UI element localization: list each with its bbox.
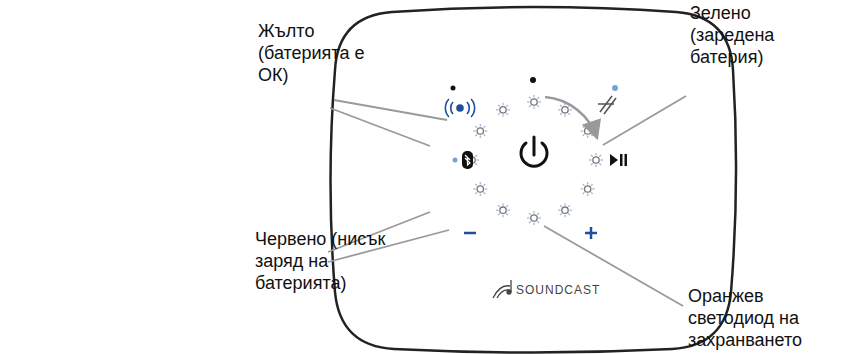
led bbox=[527, 211, 541, 225]
led bbox=[589, 153, 603, 167]
status-dot bbox=[530, 77, 536, 83]
status-dot bbox=[612, 85, 618, 91]
speaker-housing bbox=[331, 7, 737, 353]
leader-lines bbox=[328, 96, 686, 306]
callout-label: Оранжев светодиод на захранването bbox=[688, 285, 850, 351]
charge-arc bbox=[545, 97, 597, 138]
led bbox=[473, 124, 487, 138]
callout-label: Червено (нисък заряд на батерията) bbox=[255, 228, 405, 294]
volume-up-icon bbox=[585, 227, 597, 239]
led-ring bbox=[465, 95, 603, 225]
led bbox=[527, 95, 541, 109]
led bbox=[581, 182, 595, 196]
brand-logo: SOUNDCAST bbox=[516, 283, 626, 297]
wireless-icon bbox=[445, 99, 474, 117]
play-pause-icon bbox=[610, 154, 627, 166]
led bbox=[473, 182, 487, 196]
callout-label: Зелено (заредена батерия) bbox=[690, 2, 790, 68]
logo-mark bbox=[493, 280, 511, 298]
status-dot bbox=[453, 158, 458, 163]
callout-label: Жълто (батерията е ОК) bbox=[258, 20, 376, 86]
network-icon bbox=[598, 96, 616, 114]
volume-down-icon bbox=[464, 232, 476, 235]
bluetooth-icon bbox=[462, 151, 473, 169]
led bbox=[496, 203, 510, 217]
power-icon bbox=[521, 137, 547, 166]
led bbox=[558, 203, 572, 217]
status-dot bbox=[451, 86, 456, 91]
led bbox=[496, 103, 510, 117]
